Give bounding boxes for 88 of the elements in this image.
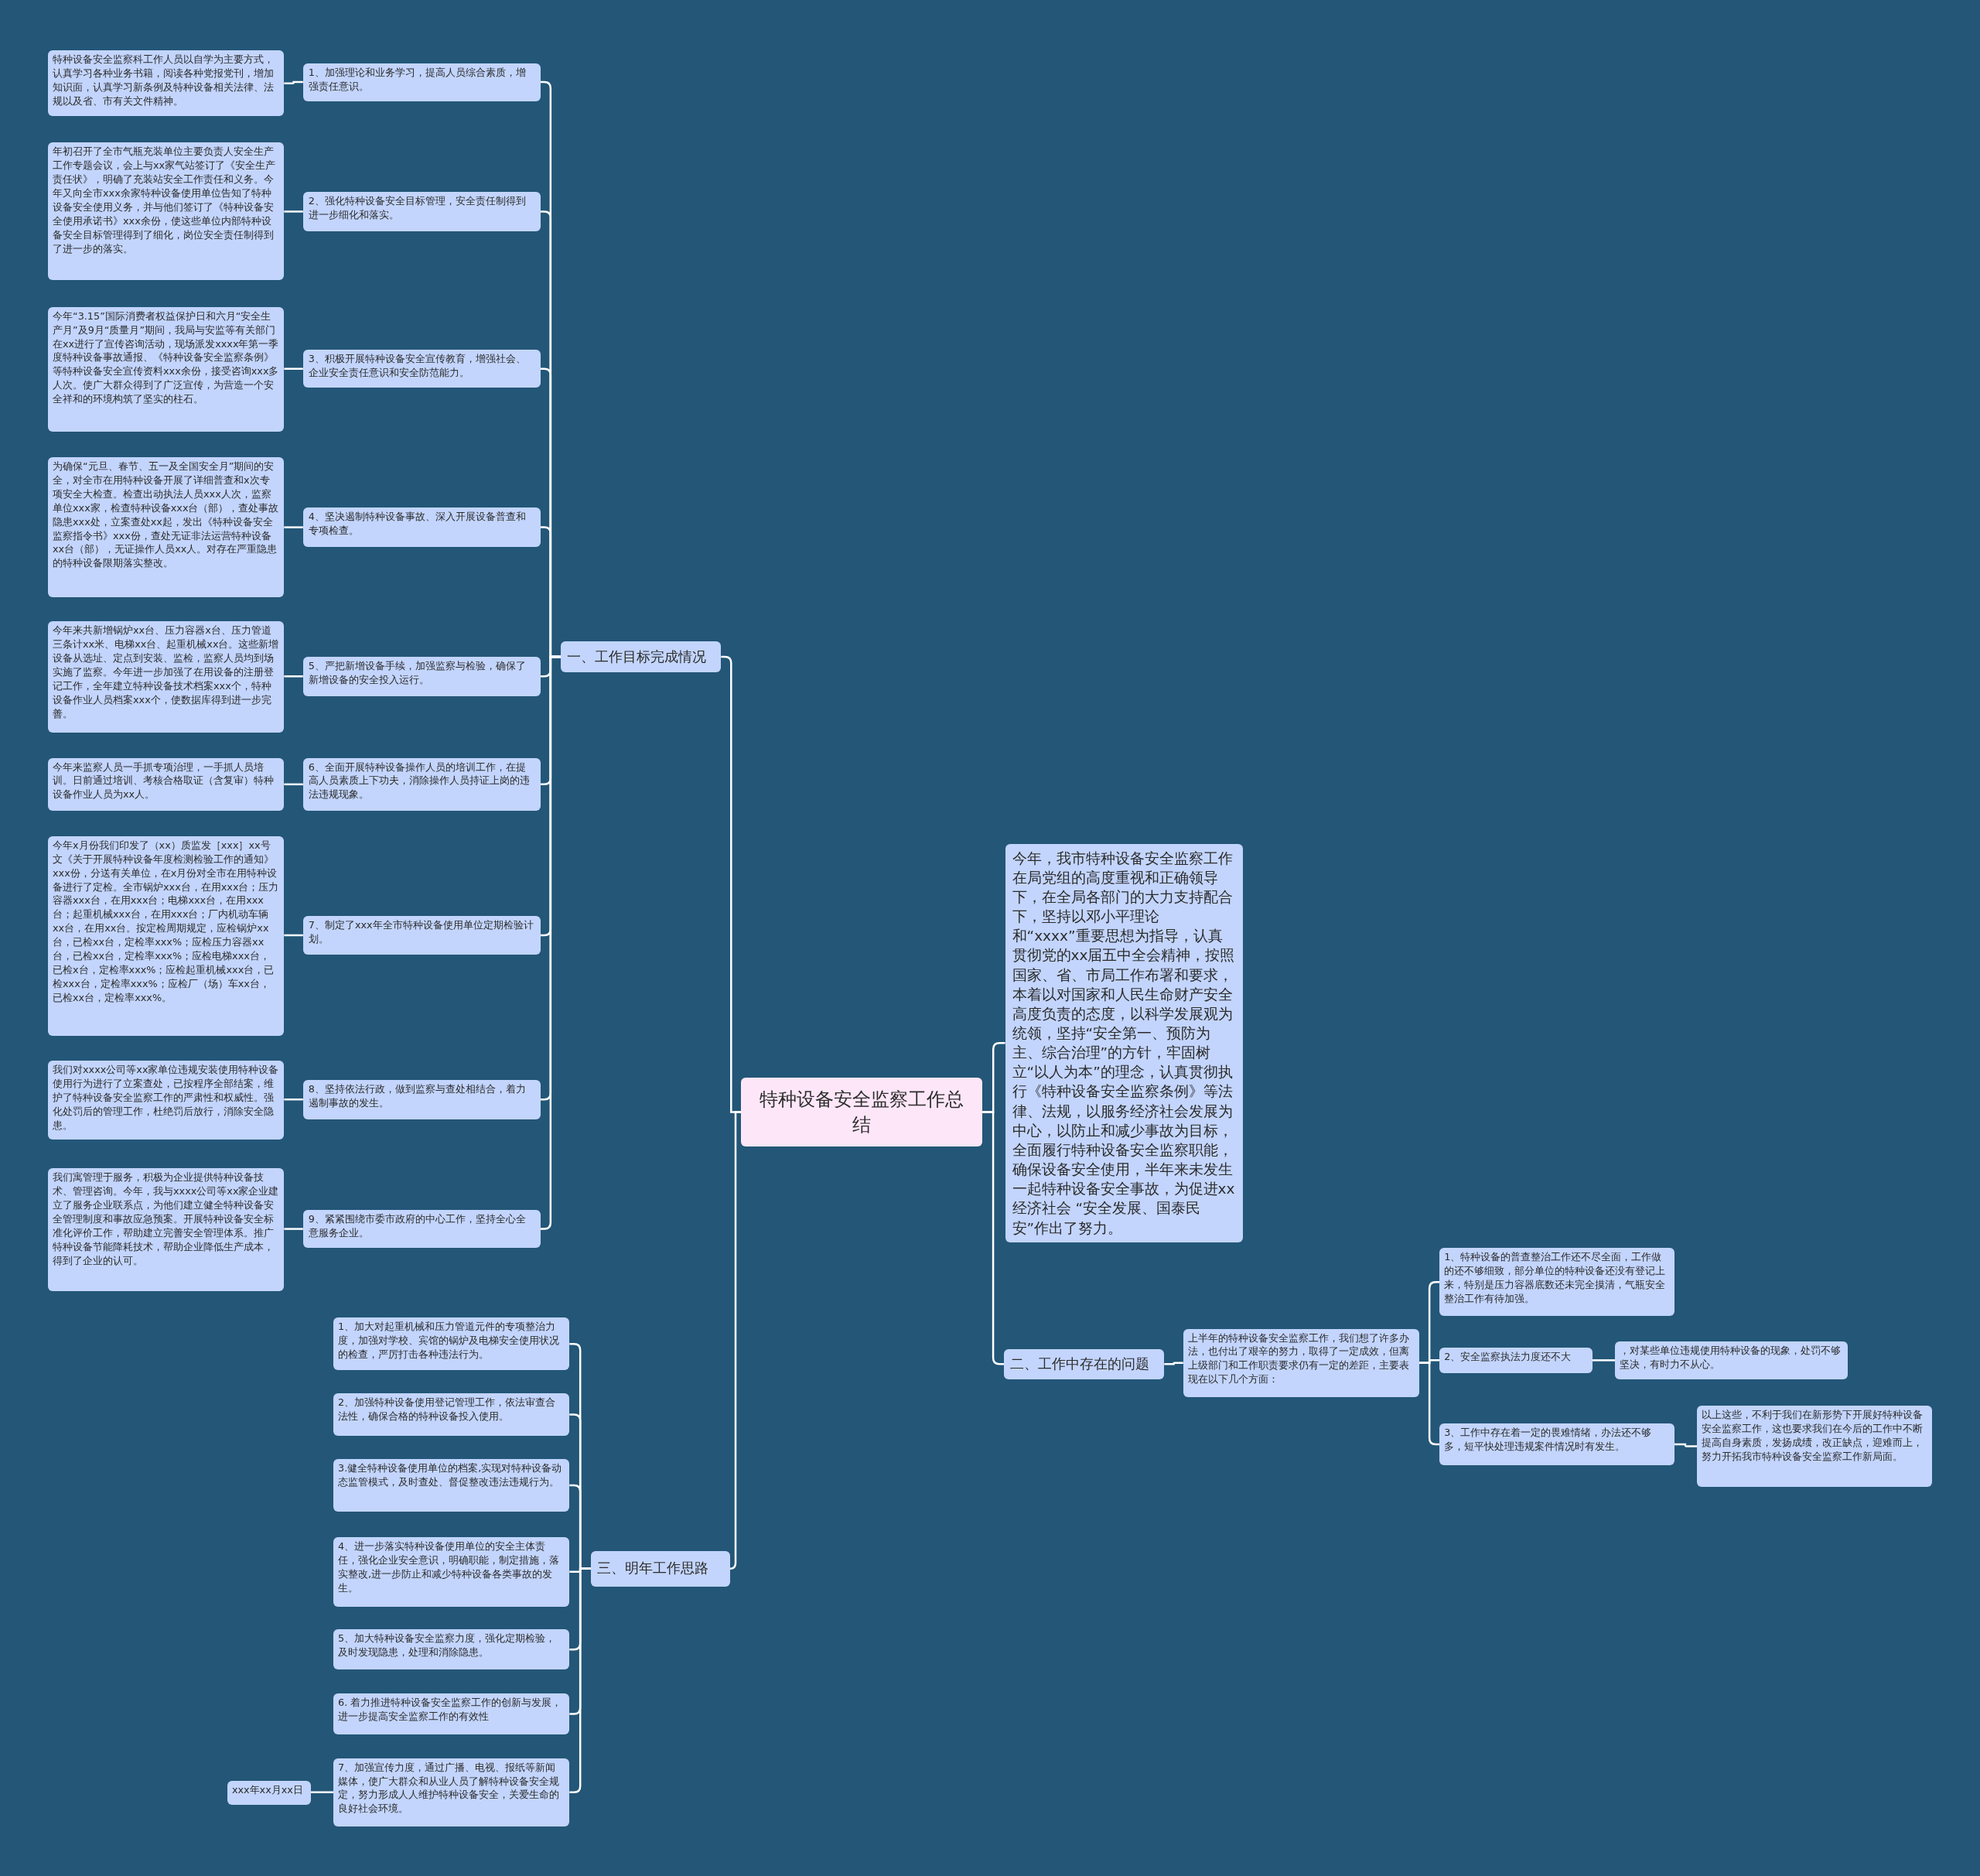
node-text: 9、紧紧围绕市委市政府的中心工作，坚持全心全意服务企业。 — [308, 1212, 527, 1240]
topic-box — [48, 1061, 285, 1140]
topic-box — [302, 63, 541, 101]
node-text: 以上这些，不利于我们在新形势下开展好特种设备安全监察工作，这也要求我们在今后的工作中不断提高自身素质，发扬成绩，改正缺点，迎难而上，努力开拓我市特种设备安全监察工作新局面。 — [1702, 1408, 1924, 1464]
topic-box — [1439, 1423, 1674, 1465]
connector-line — [540, 655, 561, 1230]
topic-box — [48, 757, 285, 812]
connector-line — [284, 1098, 303, 1101]
topic-box — [302, 656, 541, 696]
connector-line — [284, 783, 303, 786]
node-text: 4、坚决遏制特种设备事故、深入开展设备普查和专项检查。 — [308, 510, 527, 538]
topic-box — [1183, 1328, 1420, 1397]
topic-box — [48, 457, 285, 598]
connector-line — [284, 1228, 303, 1230]
node-text: 4、进一步落实特种设备使用单位的安全主体责任，强化企业安全意识，明确职能，制定措施，落实整改,进一步防止和减少特种设备各类事故的发生。 — [338, 1539, 560, 1595]
topic-box — [741, 1077, 983, 1147]
connector-line — [1592, 1359, 1616, 1362]
node-text: 3、积极开展特种设备安全宣传教育，增强社会、企业安全责任意识和安全防范能力。 — [308, 352, 527, 381]
node-text: 7、加强宣传力度，通过广播、电视、报纸等新闻媒体，使广大群众和从业人员了解特种设备安全规定，努力形成人人维护特种设备安全，关爱生命的良好社会环境。 — [338, 1760, 560, 1816]
node-text: 为确保“元旦、春节、五一及全国安全月”期间的安全，对全市在用特种设备开展了详细普查和x次专项安全大检查。检查出动执法人员xxx人次，监察单位xxx家，检查特种设备xxx台（部），查处事故隐患xxx处，立案查处xx起，发出《特种设备安全监察指令书》xxx份，查处无证非法运营特种设备xx台（部），无证操作人员xx人。对存在严重隐患的特种设备限期落实整改。 — [53, 460, 280, 571]
topic-box — [302, 915, 541, 955]
topic-box — [302, 507, 541, 547]
topic-box — [333, 1693, 570, 1734]
node-text: 上半年的特种设备安全监察工作，我们想了许多办法，也付出了艰辛的努力，取得了一定成效，但离上级部门和工作职责要求仍有一定的差距，主要表现在以下几个方面： — [1187, 1331, 1410, 1387]
topic-box — [302, 757, 541, 812]
connector-line — [284, 80, 303, 84]
node-text: 2、安全监察执法力度还不大 — [1444, 1350, 1572, 1364]
connector-line — [310, 1791, 333, 1793]
node-text: 今年来监察人员一手抓专项治理，一手抓人员培训。日前通过培训、考核合格取证（含复审）特种设备作业人员为xx人。 — [53, 760, 275, 802]
topic-box — [48, 142, 285, 281]
topic-box — [48, 1168, 285, 1291]
connector-line — [284, 934, 303, 937]
node-text: 今年x月份我们印发了（xx）质监发［xxx］xx号文《关于开展特种设备年度检测检验工作的通知》xxx份，分送有关单位，在x月份对全市在用特种设备进行了定检。全市锅炉xxx台，在用xxx台；压力容器xxx台，在用xxx台；电梯xxx台，在用xxx台；起重机械xxx台，在用xxx台；厂内机动车辆xx台，在用xx台。按定检周期规定，应检锅炉xx台，已检xx台，定检率xxx%；应检压力容器xx台，已检xx台，定检率xxx%；应检电梯xxx台，已检x台，定检率xxx%；应检起重机械xxx台，已检xxx台，定检率xxx%；应检厂（场）车xx台，已检xx台，定检率xxx%。 — [53, 838, 280, 1005]
node-text: 1、特种设备的普查整治工作还不尽全面，工作做的还不够细致，部分单位的特种设备还没有登记上来，特别是压力容器底数还未完全摸清，气瓶安全整治工作有待加强。 — [1444, 1250, 1667, 1306]
topic-box — [1697, 1406, 1932, 1487]
topic-box — [302, 1210, 541, 1249]
node-text: xxx年xx月xx日 — [231, 1783, 304, 1797]
node-text: 二、工作中存在的问题 — [1009, 1355, 1150, 1373]
branch-box — [560, 641, 722, 672]
node-text: 3.健全特种设备使用单位的档案,实现对特种设备动态监管模式，及时查处、督促整改违法违规行为。 — [338, 1461, 563, 1489]
topic-box — [1439, 1348, 1593, 1373]
branch-box — [1003, 1348, 1165, 1379]
connector-line — [284, 675, 303, 678]
connector-line — [1164, 1362, 1183, 1365]
node-text: 5、严把新增设备手续，加强监察与检验，确保了新增设备的安全投入运行。 — [308, 658, 527, 687]
node-text: 今年来共新增锅炉xx台、压力容器x台、压力管道三条计xx米、电梯xx台、起重机械xx台。这些新增设备从选址、定点到安装、监检，监察人员均到场实施了监察。今年进一步加强了在用设备的注册登记工作，全年建立特种设备技术档案xxx个，特种设备作业人员档案xxx个，使数据库得到进一步完善。 — [53, 624, 280, 721]
node-text: 我们寓管理于服务，积极为企业提供特种设备技术、管理咨询。今年，我与xxxx公司等xx家企业建立了服务企业联系点，为他们建立健全特种设备安全管理制度和事故应急预案。开展特种设备安全标准化评价工作，帮助建立完善安全管理体系。推广特种设备节能降耗技术，帮助企业降低生产成本，得到了企业的认可。 — [53, 1170, 280, 1268]
node-text: 一、工作目标完成情况 — [566, 648, 707, 666]
node-text: 今年，我市特种设备安全监察工作在局党组的高度重视和正确领导下，在全局各部门的大力支持配合下，坚持以邓小平理论和“xxxx”重要思想为指导，认真贯彻党的xx届五中全会精神，按照国家、省、市局工作布署和要求，本着以对国家和人民生命财产安全高度负责的态度，以科学发展观为统领，坚持“安全第一、预防为主、综合治理”的方针，牢固树立“以人为本”的理念，认真贯彻执行《特种设备安全监察条例》等法律、法规，以服务经济社会发展为中心，以防止和减少事故为目标，全面履行特种设备安全监察职能，确保设备安全使用，半年来未发生一起特种设备安全事故，为促进xx经济社会 “安全发展、国泰民安”作出了努力。 — [1012, 849, 1236, 1238]
topic-box — [227, 1781, 311, 1806]
topic-box — [48, 306, 285, 432]
topic-box — [1615, 1341, 1848, 1379]
node-text: 特种设备安全监察科工作人员以自学为主要方式，认真学习各种业务书籍，阅读各种党报党刊，增加知识面，认真学习新条例及特种设备相关法律、法规以及省、市有关文件精神。 — [53, 53, 275, 108]
node-text: 2、加强特种设备使用登记管理工作，依法审查合法性，确保合格的特种设备投入使用。 — [338, 1395, 557, 1423]
topic-box — [333, 1758, 570, 1826]
node-text: 6、全面开展特种设备操作人员的培训工作，在提高人员素质上下功夫，消除操作人员持证上岗的违法违规现象。 — [308, 760, 531, 802]
topic-box — [302, 192, 541, 231]
node-text: 2、强化特种设备安全目标管理，安全责任制得到进一步细化和落实。 — [308, 194, 527, 222]
topic-box — [333, 1392, 570, 1437]
node-text: 3、工作中存在着一定的畏难情绪，办法还不够多，短平快处理违规案件情况时有发生。 — [1444, 1426, 1653, 1454]
node-text: 6. 着力推进特种设备安全监察工作的创新与发展，进一步提高安全监察工作的有效性 — [338, 1696, 563, 1724]
topic-box — [333, 1536, 570, 1607]
topic-box — [48, 50, 285, 117]
node-text: 8、坚持依法行政，做到监察与查处相结合，着力遏制事故的发生。 — [308, 1082, 527, 1110]
node-text: 特种设备安全监察工作总结 — [759, 1088, 965, 1137]
topic-box — [302, 350, 541, 388]
node-text: 5、加大特种设备安全监察力度，强化定期检验，及时发现隐患，处理和消除隐患。 — [338, 1632, 557, 1659]
topic-box — [48, 835, 285, 1036]
topic-box — [48, 621, 285, 733]
connector-line — [284, 367, 303, 370]
node-text: 三、明年工作思路 — [597, 1560, 710, 1577]
topic-box — [333, 1458, 570, 1512]
node-text: 年初召开了全市气瓶充装单位主要负责人安全生产工作专题会议，会上与xx家气站签订了《安全生产责任状》，明确了充装站安全工作责任和义务。今年又向全市xxx余家特种设备使用单位告知了特种设备安全使用义务，并与他们签订了《特种设备安全使用承诺书》xxx余份，使这些单位内部特种设备安全目标管理得到了细化，岗位安全责任制得到了进一步的落实。 — [53, 145, 277, 256]
topic-box — [1439, 1248, 1674, 1317]
topic-box — [333, 1317, 570, 1371]
node-text: 7、制定了xxx年全市特种设备使用单位定期检验计划。 — [308, 917, 534, 946]
connector-line — [284, 210, 303, 213]
node-text: 今年“3.15”国际消费者权益保护日和六月“安全生产月”及9月“质量月”期间，我局与安监等有关部门在xx进行了宣传咨询活动，现场派发xxxx年第一季度特种设备事故通报、《特种设备安全监察条例》等特种设备安全宣传资料xxx余份，接受咨询xxx多人次。使广大群众得到了广泛宣传，为营造一个安全祥和的环境构筑了坚实的柱石。 — [53, 309, 280, 407]
topic-box — [333, 1629, 570, 1670]
connector-line — [729, 1111, 742, 1570]
topic-box — [302, 1079, 541, 1119]
branch-box — [591, 1550, 730, 1587]
node-text: ，对某些单位违规使用特种设备的现象，处罚不够坚决，有时力不从心。 — [1620, 1343, 1842, 1372]
node-text: 我们对xxxx公司等xx家单位违规安装使用特种设备使用行为进行了立案查处，已按程序全部结案，维护了特种设备安全监察工作的严肃性和权威性。强化处罚后的管理工作，杜绝罚后放行，消除安全隐患。 — [53, 1063, 280, 1133]
node-text: 1、加强理论和业务学习，提高人员综合素质，增强责任意识。 — [308, 65, 527, 94]
node-text: 1、加大对起重机械和压力管道元件的专项整治力度，加强对学校、宾馆的锅炉及电梯安全使用状况的检查，严厉打击各种违法行为。 — [338, 1319, 560, 1362]
connector-line — [1674, 1443, 1698, 1447]
connector-line — [284, 526, 303, 528]
